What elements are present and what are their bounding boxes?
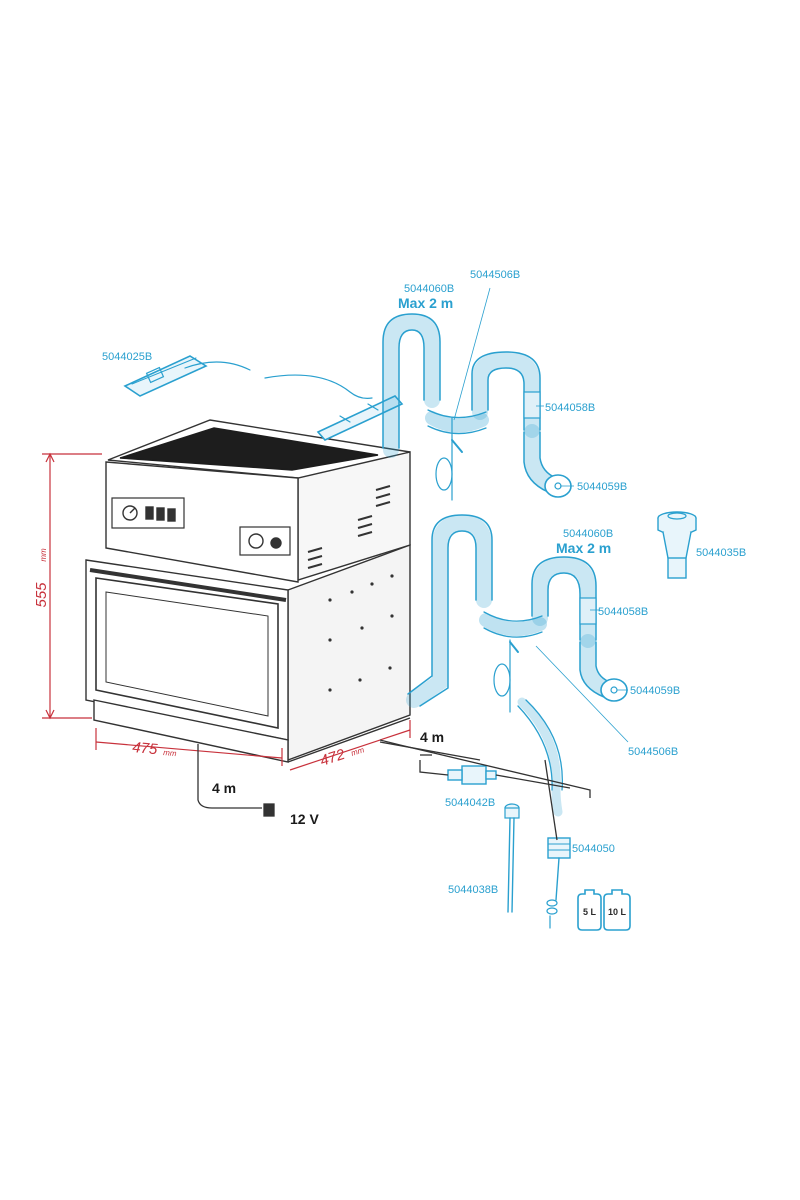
label-extension-top: 5044058B bbox=[545, 402, 595, 414]
label-cable-right: 4 m bbox=[420, 729, 444, 745]
label-pump: 5044050 bbox=[572, 843, 615, 855]
width-unit: mm bbox=[163, 748, 177, 758]
height-unit: mm bbox=[39, 548, 48, 562]
label-sensor-top: 5044506B bbox=[470, 269, 520, 281]
label-max-top: Max 2 m bbox=[398, 295, 453, 311]
label-extension-bottom: 5044058B bbox=[598, 606, 648, 618]
dimension-lines bbox=[42, 452, 411, 771]
label-vent-kit: 5044025B bbox=[102, 351, 152, 363]
label-cable-left: 4 m bbox=[212, 780, 236, 796]
tanks bbox=[577, 889, 631, 931]
leader-lines bbox=[453, 287, 629, 743]
tank-5l-label: 5 L bbox=[583, 907, 597, 917]
depth-unit: mm bbox=[350, 745, 366, 758]
oven bbox=[85, 419, 411, 763]
label-max-bottom: Max 2 m bbox=[556, 540, 611, 556]
height-value: 555 bbox=[33, 582, 50, 608]
label-duct-top: 5044060B bbox=[404, 283, 454, 295]
ducting-parts bbox=[123, 313, 697, 929]
width-value: 475 bbox=[132, 739, 159, 758]
label-flange-top: 5044059B bbox=[577, 481, 627, 493]
label-voltage: 12 V bbox=[290, 811, 319, 827]
label-valve: 5044042B bbox=[445, 797, 495, 809]
label-sensor-bottom: 5044506B bbox=[628, 746, 678, 758]
label-suction-tube: 5044038B bbox=[448, 884, 498, 896]
tank-10l bbox=[603, 889, 631, 931]
cables bbox=[197, 739, 591, 841]
tank-10l-label: 10 L bbox=[608, 907, 627, 917]
label-flange-bottom: 5044059B bbox=[630, 685, 680, 697]
tank-5l bbox=[577, 889, 602, 931]
label-duct-bottom: 5044060B bbox=[563, 528, 613, 540]
label-diffuser: 5044035B bbox=[696, 547, 746, 559]
